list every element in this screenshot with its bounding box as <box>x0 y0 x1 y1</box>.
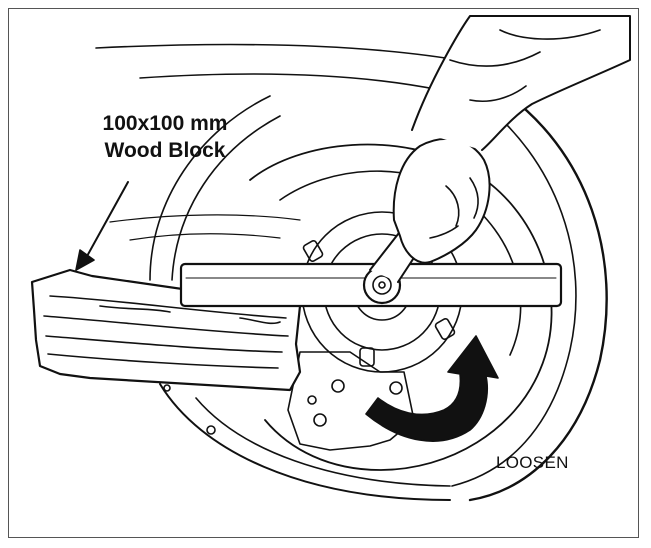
tire-lower-inner <box>195 397 451 487</box>
callout-arrow-line <box>85 181 129 259</box>
body-contour-top <box>95 43 471 63</box>
loosen-label: LOOSEN <box>496 453 569 472</box>
tire-lower <box>159 383 451 501</box>
rim-bolt <box>163 384 171 392</box>
backing-plate <box>249 143 553 471</box>
knuckle-plate <box>287 351 415 451</box>
hand-glove <box>392 137 491 264</box>
tire-inner <box>451 95 577 487</box>
wood-block-size-label: 100x100 mm <box>102 112 228 135</box>
knuckle-holes <box>307 379 403 427</box>
body-contour-upper <box>139 73 441 91</box>
wood-block-callout: 100x100 mm Wood Block <box>70 110 260 164</box>
arm-sleeve <box>411 15 631 151</box>
callout-arrowhead <box>75 249 95 271</box>
tire-outer <box>468 86 608 502</box>
tire-left-arc <box>149 95 271 281</box>
loosen-arrow-icon <box>365 335 499 442</box>
rim-bolt <box>206 425 216 435</box>
tire-left-arc-2 <box>171 115 281 281</box>
wood-block-name-label: Wood Block <box>104 139 226 162</box>
